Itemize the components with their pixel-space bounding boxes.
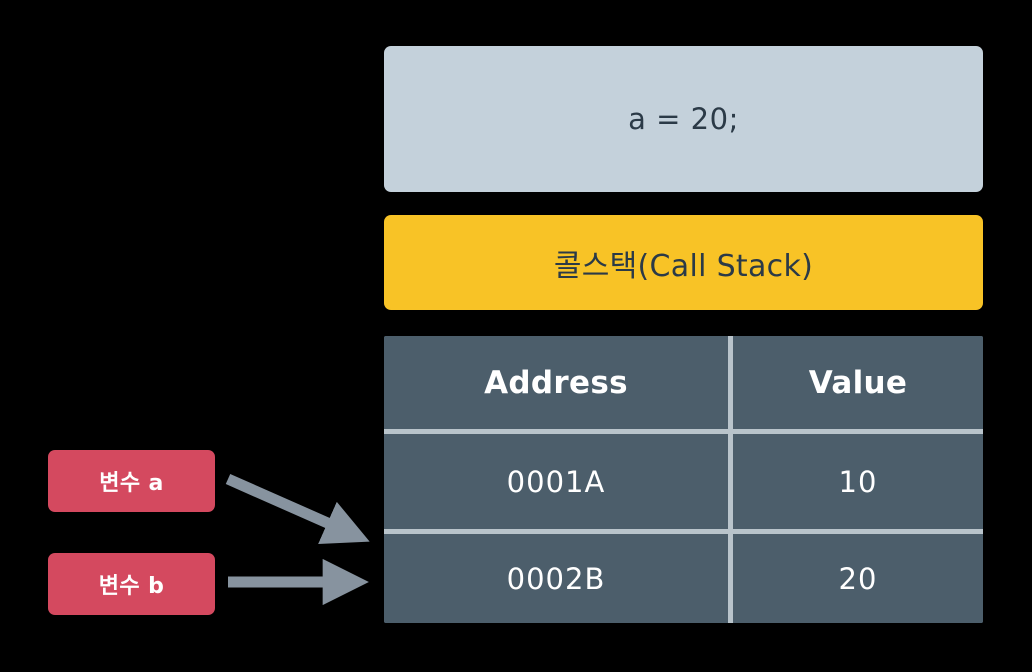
callstack-banner: 콜스택(Call Stack) xyxy=(384,215,983,310)
arrow-variable-a-to-row xyxy=(225,473,370,545)
table-row-address-0: 0001A xyxy=(384,434,728,529)
row-divider-header xyxy=(384,429,983,434)
row-divider-0 xyxy=(384,529,983,534)
code-statement-box: a = 20; xyxy=(384,46,983,192)
column-divider xyxy=(728,336,733,429)
table-header-address: Address xyxy=(384,336,728,429)
memory-table: Address Value 0001A 10 0002B 20 xyxy=(384,336,983,623)
table-row-value-1: 20 xyxy=(733,534,983,623)
column-divider xyxy=(728,434,733,529)
variable-tag-a: 변수 a xyxy=(48,450,215,512)
table-header-value: Value xyxy=(733,336,983,429)
column-divider xyxy=(728,534,733,623)
table-row-value-0: 10 xyxy=(733,434,983,529)
variable-tag-b: 변수 b xyxy=(48,553,215,615)
code-statement-text: a = 20; xyxy=(628,102,739,136)
callstack-banner-label: 콜스택(Call Stack) xyxy=(553,248,814,284)
table-row-address-1: 0002B xyxy=(384,534,728,623)
